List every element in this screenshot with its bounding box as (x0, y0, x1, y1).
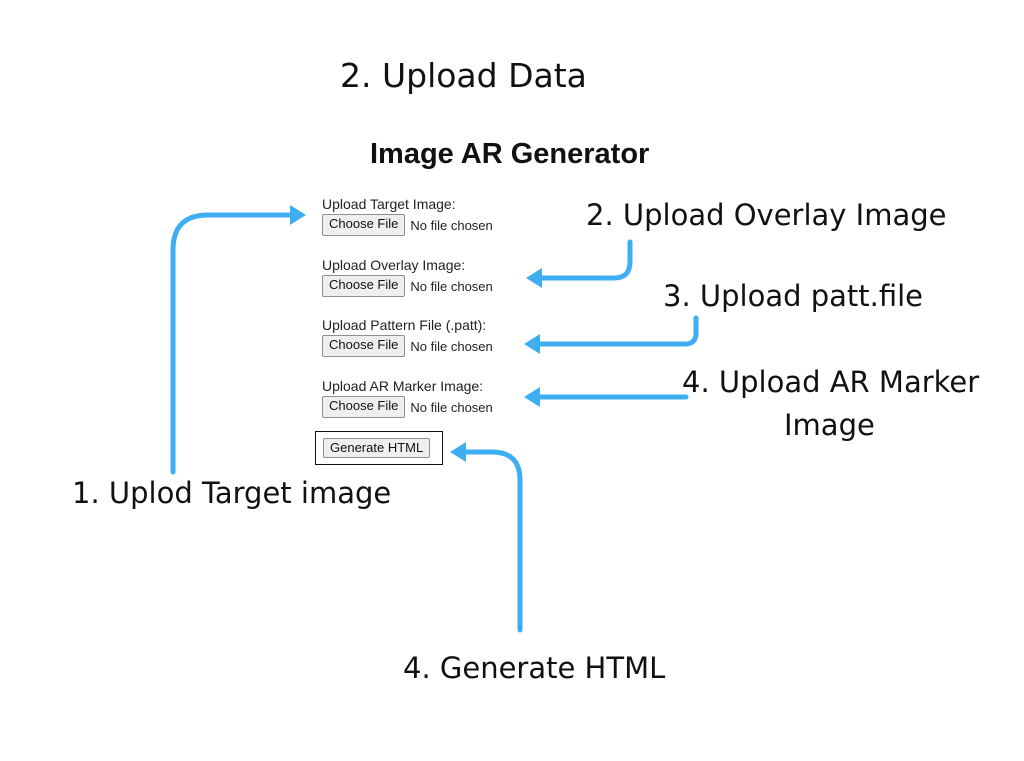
field-label: Upload Overlay Image: (322, 257, 466, 273)
choose-file-button[interactable]: Choose File (322, 335, 406, 357)
arrow-patt-line (537, 315, 699, 347)
field-label: Upload Pattern File (.patt): (322, 317, 487, 333)
annotation-target: 1. Uplod Target image (72, 476, 392, 510)
file-status: No file chosen (410, 278, 493, 294)
file-status: No file chosen (410, 338, 493, 354)
file-status: No file chosen (410, 399, 493, 415)
annotation-patt: 3. Upload patt.file (663, 279, 924, 313)
annotation-marker-line2: Image (784, 408, 875, 442)
arrow-target-line (170, 212, 293, 475)
field-target-image: Upload Target Image: Choose File No file… (322, 196, 562, 236)
generate-highlight-frame: Generate HTML (315, 431, 443, 465)
field-label: Upload Target Image: (322, 196, 456, 212)
field-overlay-image: Upload Overlay Image: Choose File No fil… (322, 257, 562, 297)
choose-file-button[interactable]: Choose File (322, 275, 406, 297)
arrow-patt-head (524, 334, 540, 354)
arrow-heads (290, 205, 542, 462)
arrow-lines (170, 212, 699, 633)
arrow-generate-line (463, 449, 523, 633)
generate-html-button[interactable]: Generate HTML (323, 438, 431, 458)
arrow-generate-head (450, 442, 466, 462)
file-status: No file chosen (410, 217, 493, 233)
choose-file-button[interactable]: Choose File (322, 214, 406, 236)
app-title: Image AR Generator (370, 138, 650, 170)
choose-file-button[interactable]: Choose File (322, 396, 406, 418)
page-heading: 2. Upload Data (340, 56, 587, 95)
field-pattern-file: Upload Pattern File (.patt): Choose File… (322, 317, 562, 357)
annotation-generate: 4. Generate HTML (403, 651, 666, 685)
arrow-overlay-line (539, 239, 633, 281)
field-marker-image: Upload AR Marker Image: Choose File No f… (322, 378, 562, 418)
arrow-marker-head (524, 387, 540, 407)
annotation-marker-line1: 4. Upload AR Marker (682, 365, 980, 399)
field-label: Upload AR Marker Image: (322, 378, 484, 394)
annotation-overlay: 2. Upload Overlay Image (586, 198, 947, 232)
arrow-overlay-head (526, 268, 542, 288)
arrow-target-head (290, 205, 306, 225)
